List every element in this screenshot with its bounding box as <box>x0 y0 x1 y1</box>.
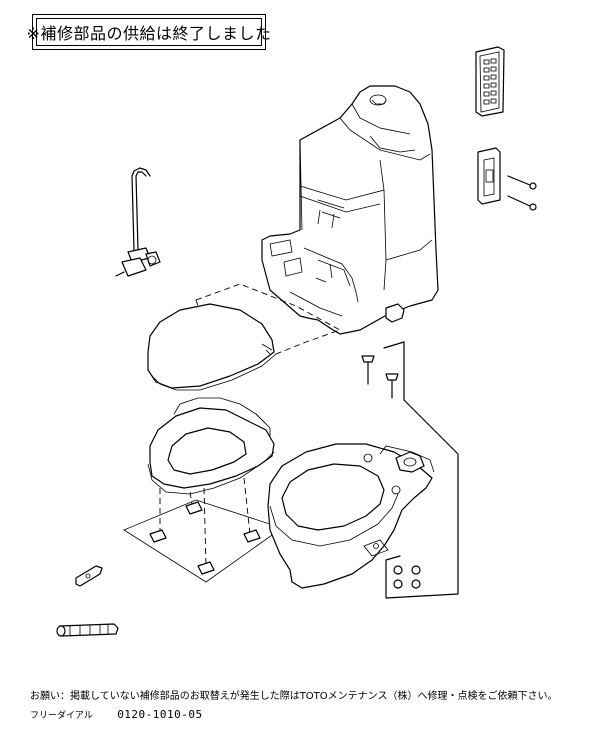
notice-text: ※補修部品の供給は終了しました <box>26 24 272 43</box>
toilet-seat[interactable] <box>147 397 275 495</box>
free-dial-row: フリーダイアル 0120-1010-05 <box>30 708 557 723</box>
fixing-bolt[interactable] <box>361 355 399 399</box>
water-supply-pipe[interactable] <box>115 167 161 277</box>
remote-holder[interactable] <box>477 147 501 205</box>
notice-box: ※補修部品の供給は終了しました <box>27 14 271 50</box>
request-text: お願い：掲載していない補修部品のお取替えが発生した際はTOTOメンテナンス（株）… <box>30 691 558 702</box>
remote-control[interactable] <box>475 46 505 117</box>
cylinder-pipe[interactable] <box>56 623 119 637</box>
bolt-group-outline <box>383 341 459 599</box>
screw <box>507 195 537 211</box>
seat-bracket-feet <box>149 501 261 575</box>
toilet-bowl[interactable] <box>267 443 435 589</box>
free-dial-label: フリーダイアル <box>30 711 93 721</box>
notice-inner-border <box>36 18 262 46</box>
nuts-and-washers <box>393 565 421 589</box>
tank-main-unit[interactable] <box>261 85 439 335</box>
remote-buttons <box>483 58 497 105</box>
free-dial-number[interactable]: 0120-1010-05 <box>117 708 203 721</box>
screw <box>507 175 537 190</box>
footer: お願い：掲載していない補修部品のお取替えが発生した際はTOTOメンテナンス（株）… <box>30 690 557 723</box>
floor-bracket[interactable] <box>75 565 103 587</box>
toilet-seat-lid[interactable] <box>147 303 277 391</box>
